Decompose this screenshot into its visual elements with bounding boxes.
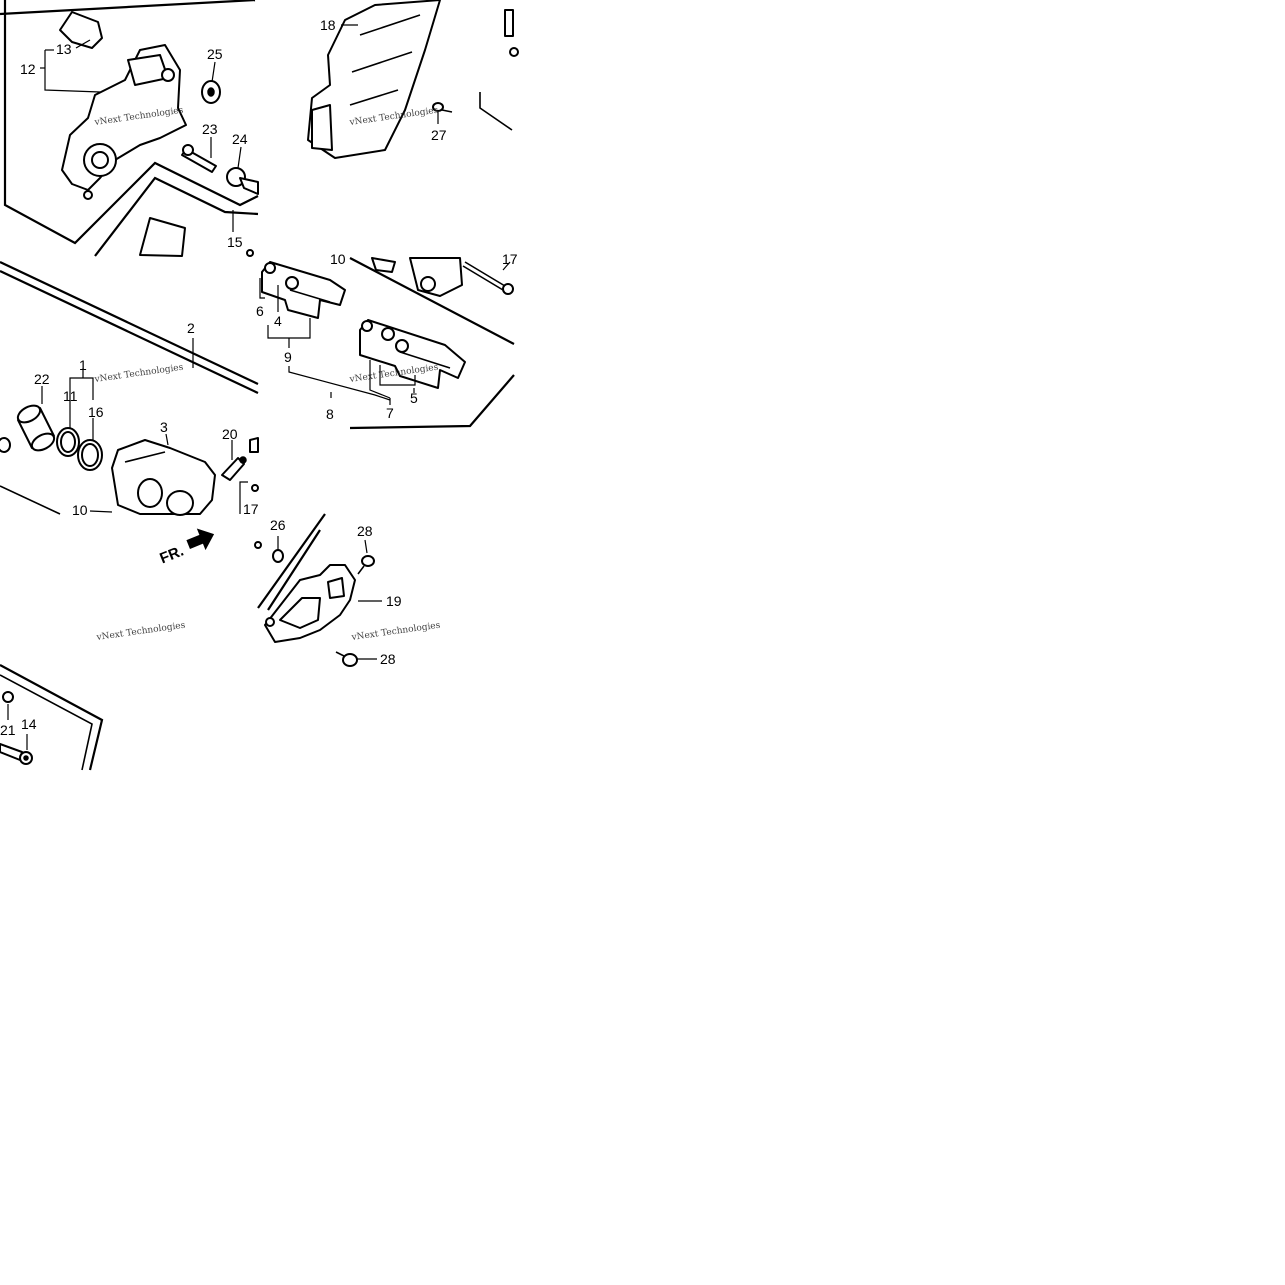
caliper-bracket-part — [61, 44, 187, 200]
callout-26: 26 — [270, 517, 286, 533]
callout-16: 16 — [88, 404, 104, 420]
guard-part — [264, 564, 356, 643]
tile-front-marker: FR. vNext Technologies — [95, 528, 215, 644]
pad-retainer-clip — [59, 11, 103, 49]
callout-1: 1 — [79, 357, 87, 373]
callout-17-pads: 17 — [502, 251, 518, 267]
callout-21: 21 — [0, 722, 16, 738]
callout-25: 25 — [207, 46, 223, 62]
bleed-valve-20 — [221, 456, 247, 481]
disk-guard-partial — [139, 217, 186, 257]
piston-22 — [16, 404, 56, 452]
watermark: vNext Technologies — [350, 621, 441, 644]
callout-2: 2 — [187, 320, 195, 336]
callout-18: 18 — [320, 17, 336, 33]
bolt-28-lower — [335, 651, 358, 667]
callout-22: 22 — [34, 371, 50, 387]
bracket-partial — [409, 257, 463, 297]
boot-24 — [226, 167, 259, 195]
callout-7: 7 — [386, 405, 394, 421]
callout-13: 13 — [56, 41, 72, 57]
callout-19: 19 — [386, 593, 402, 609]
pin-bolt-14 — [0, 743, 33, 765]
tile-pin-bolt: 21 14 — [0, 664, 104, 771]
callout-4: 4 — [274, 313, 282, 329]
tile-disk-cover: 18 27 vNext Technologies — [307, 0, 519, 159]
callout-9: 9 — [284, 349, 292, 365]
callout-10: 10 — [72, 502, 88, 518]
dust-seal-16 — [77, 439, 103, 471]
callout-12: 12 — [20, 61, 36, 77]
pad-set-upper — [261, 261, 346, 319]
callout-11: 11 — [63, 388, 78, 404]
callout-3: 3 — [160, 419, 168, 435]
callout-8: 8 — [326, 406, 334, 422]
boot-25 — [201, 80, 221, 104]
bolt-28-upper — [357, 555, 375, 575]
tile-caliper-bracket: 12 13 25 23 24 15 vNext Technologies — [0, 0, 259, 257]
callout-14: 14 — [21, 716, 37, 732]
watermark: vNext Technologies — [95, 621, 186, 644]
callout-28-lower: 28 — [380, 651, 396, 667]
callout-10-pads: 10 — [330, 251, 346, 267]
disk-cover-part — [307, 0, 441, 159]
front-arrow-icon: FR. — [157, 528, 215, 568]
pad-set-lower — [359, 319, 466, 389]
callout-5: 5 — [410, 390, 418, 406]
callout-27: 27 — [431, 127, 447, 143]
front-label: FR. — [157, 543, 186, 568]
watermark: vNext Technologies — [93, 363, 184, 386]
plug-21 — [2, 691, 14, 703]
caliper-body-part — [111, 439, 216, 516]
callout-20: 20 — [222, 426, 238, 442]
tile-caliper-guard: 26 28 19 28 vNext Technologies — [254, 513, 441, 667]
callout-15: 15 — [227, 234, 243, 250]
nut-26 — [272, 549, 284, 563]
pin-17 — [462, 261, 514, 295]
callout-24: 24 — [232, 131, 248, 147]
callout-23: 23 — [202, 121, 218, 137]
pin-partial — [504, 9, 514, 37]
callout-28-upper: 28 — [357, 523, 373, 539]
tile-caliper-body: 2 1 22 11 16 3 20 17 10 vNext Technologi… — [0, 261, 259, 518]
tile-brake-pads: 10 6 4 9 8 7 5 17 vNext Technologies — [246, 249, 518, 430]
piston-seal-11 — [56, 427, 80, 457]
bolt-27 — [432, 102, 453, 113]
pin-bolt-23 — [181, 144, 217, 173]
callout-17: 17 — [243, 501, 259, 517]
callout-6: 6 — [256, 303, 264, 319]
